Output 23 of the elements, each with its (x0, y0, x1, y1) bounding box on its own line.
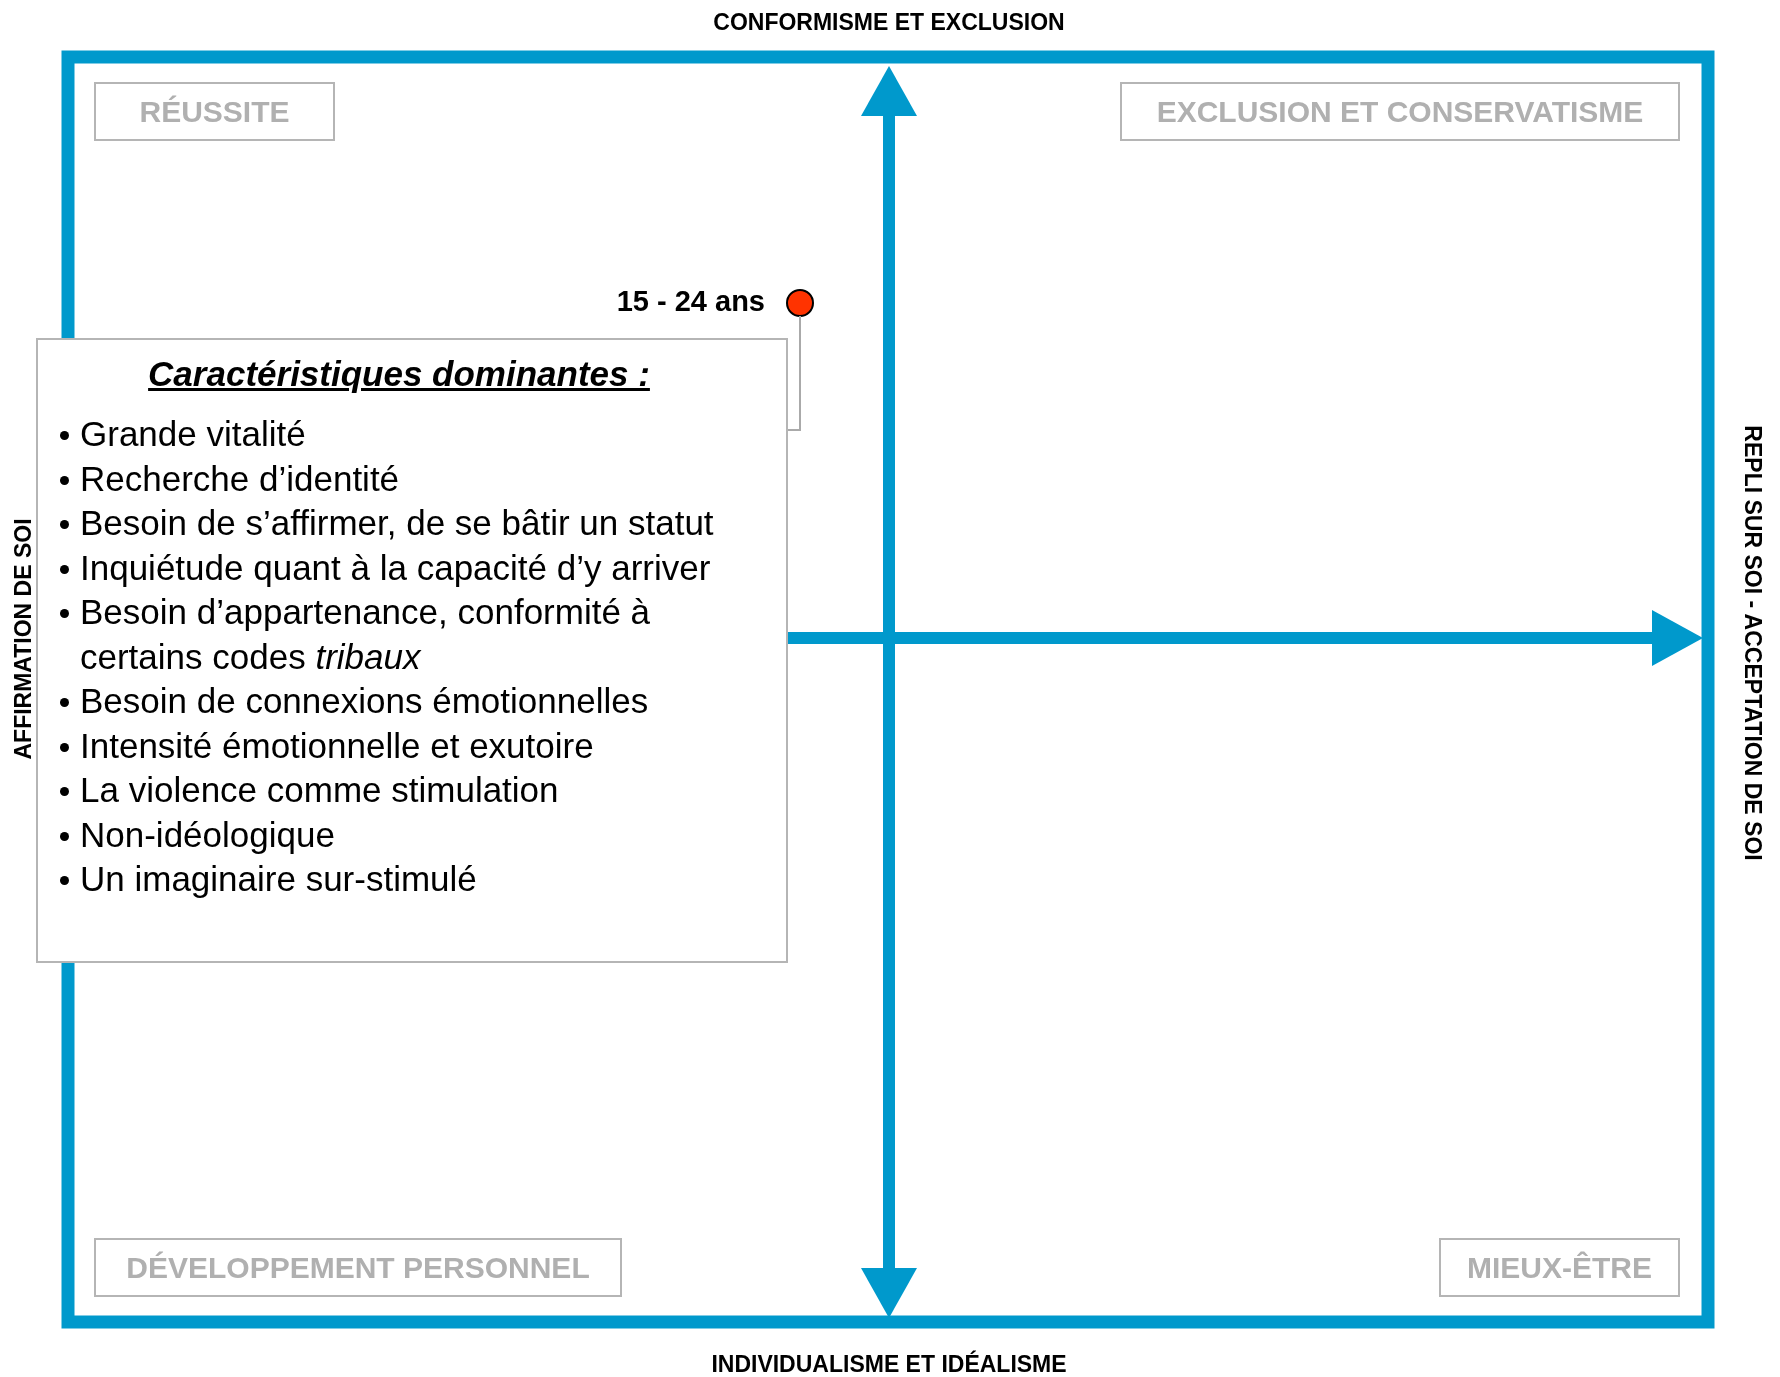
bullet-item: Intensité émotionnelle et exutoire (80, 725, 594, 765)
bullet-item: Non-idéologique (80, 814, 335, 854)
bullet-item: Inquiétude quant à la capacité d’y arriver (80, 547, 711, 587)
marker-dot (786, 289, 814, 317)
axis-label: CONFORMISME ET EXCLUSION (713, 8, 1065, 36)
callout-heading: Caractéristiques dominantes : (147, 354, 651, 394)
age-label: 15 - 24 ans (616, 285, 765, 318)
callout-box (36, 338, 788, 963)
axis-label: INDIVIDUALISME ET IDÉALISME (711, 1350, 1067, 1377)
bullet-item: Grande vitalité (80, 414, 306, 453)
leader-line (787, 315, 801, 431)
axis-label: AFFIRMATION DE SOI (9, 518, 37, 760)
bullet-item: La violence comme stimulation (80, 770, 559, 809)
axis-label: REPLI SUR SOI - ACCEPTATION DE SOI (1738, 425, 1766, 861)
quadrant-label: RÉUSSITE (94, 82, 335, 141)
quadrant-label: DÉVELOPPEMENT PERSONNEL (94, 1238, 622, 1297)
bullet-item: Besoin de s’affirmer, de se bâtir un statut (80, 503, 714, 542)
quadrant-label: MIEUX-ÊTRE (1439, 1238, 1680, 1297)
bullet-item: Besoin d’appartenance, conformité à certains codes tribaux (80, 592, 651, 676)
bullet-item: Un imaginaire sur-stimulé (80, 859, 477, 898)
bullet-item: Besoin de connexions émotionnelles (80, 681, 649, 720)
bullet-item: Recherche d’identité (80, 458, 400, 498)
quadrant-label: EXCLUSION ET CONSERVATISME (1120, 82, 1680, 141)
